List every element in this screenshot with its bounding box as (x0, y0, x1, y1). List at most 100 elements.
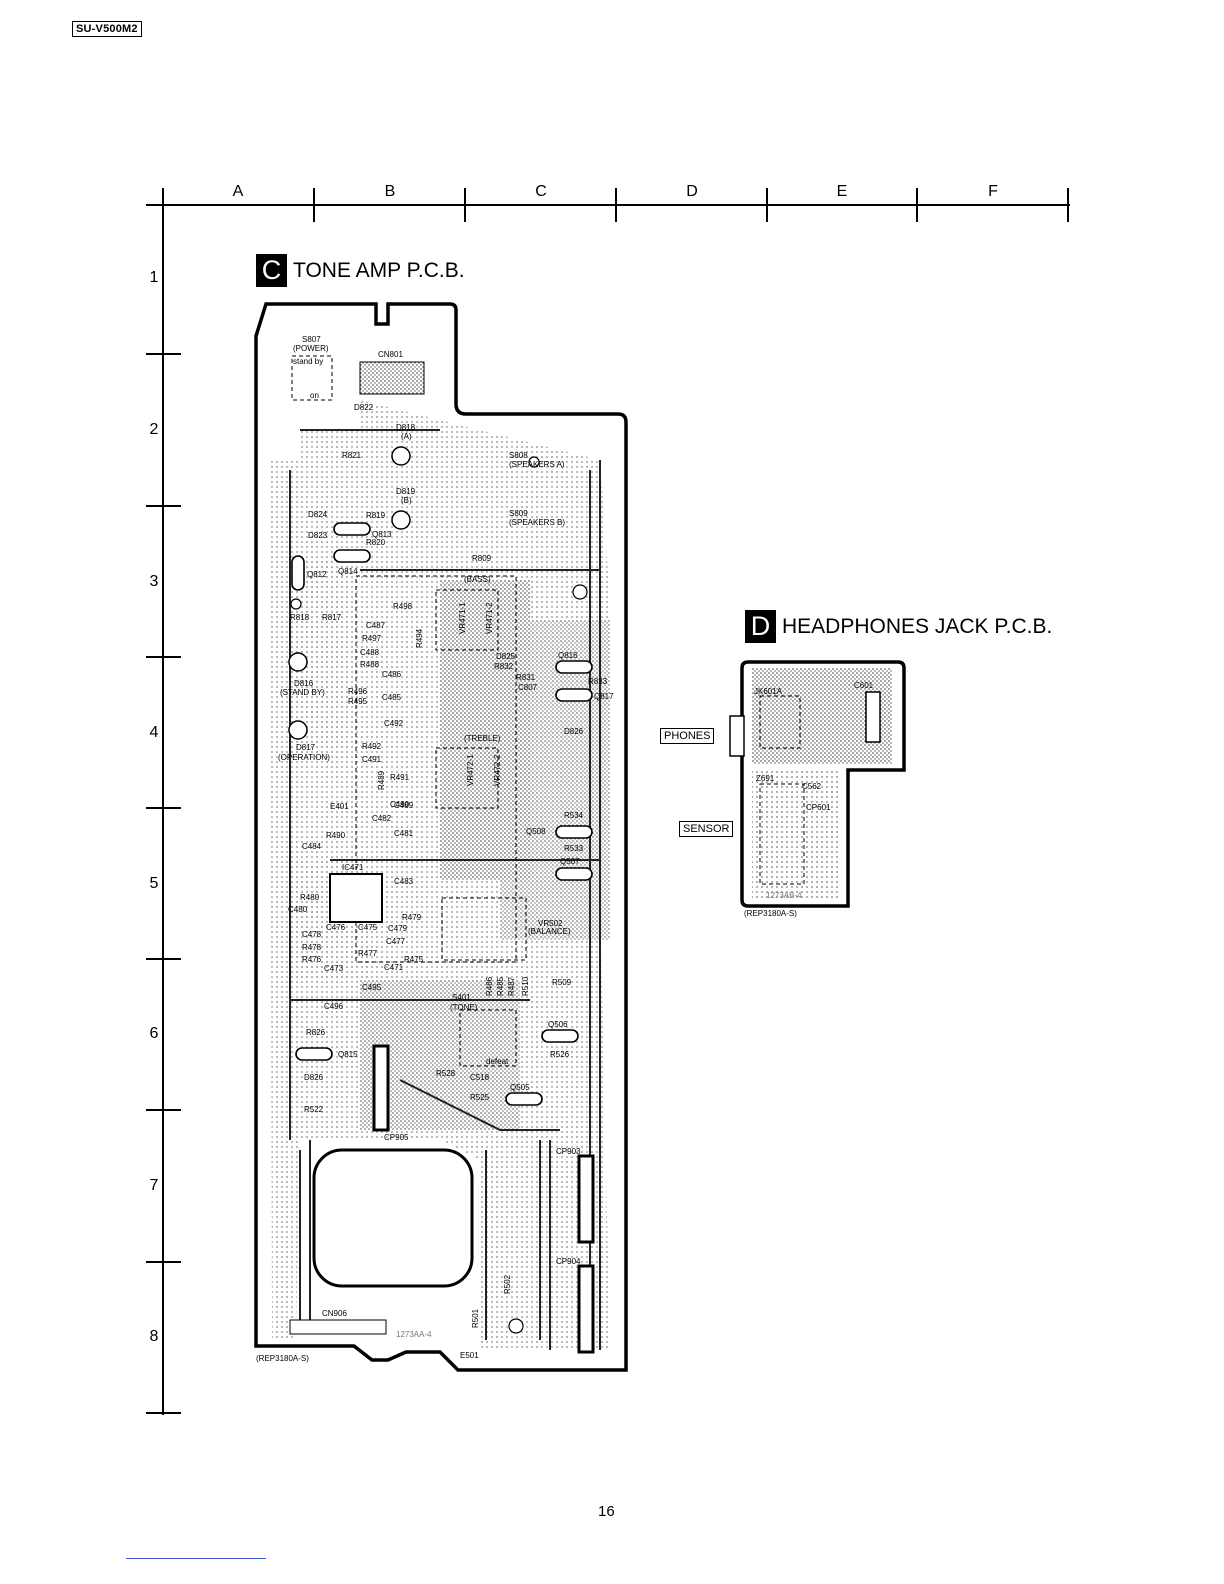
component-label: R494 (415, 628, 424, 648)
component-label: CP903 (556, 1147, 581, 1156)
grid-row-7: 7 (149, 1177, 159, 1194)
component-label: VR472-1 (466, 754, 475, 786)
component-label: C491 (362, 755, 382, 764)
component-label: C483 (394, 877, 414, 886)
component-label: CP904 (556, 1257, 581, 1266)
component-label: R501 (471, 1308, 480, 1328)
component-label: R480 (300, 893, 320, 902)
grid-row-8: 8 (149, 1328, 159, 1345)
component-label: D825 (496, 652, 516, 661)
component-label: (BALANCE) (528, 927, 571, 936)
component-label: R818 (290, 613, 310, 622)
grid-row-6: 6 (149, 1025, 159, 1042)
component-label: C475 (358, 923, 378, 932)
component-label: C476 (326, 923, 346, 932)
component-label: C486 (382, 670, 402, 679)
grid-col-a: A (232, 183, 244, 200)
component-label: VR471-1 (458, 602, 467, 634)
tone-amp-board: S807 (POWER) stand by on CN801 D822 D818… (254, 302, 628, 1372)
component-label: R489 (377, 770, 386, 790)
component-label: R495 (348, 697, 368, 706)
grid-row-3: 3 (149, 573, 159, 590)
component-label: C495 (362, 983, 382, 992)
headphones-title-text: HEADPHONES JACK P.C.B. (782, 614, 1053, 638)
component-label: Q508 (526, 827, 546, 836)
component-label: D822 (354, 403, 374, 412)
component-label: R534 (564, 811, 584, 820)
component-label: R478 (302, 943, 322, 952)
component-label: Z691 (756, 774, 775, 783)
component-label: C473 (324, 964, 344, 973)
component-label: (TREBLE) (464, 734, 501, 743)
component-label: Q815 (338, 1050, 358, 1059)
component-label: (POWER) (293, 344, 329, 353)
page-number: 16 (598, 1503, 615, 1520)
component-label: R510 (521, 976, 530, 996)
component-label: D817 (296, 743, 316, 752)
component-label: R831 (516, 673, 536, 682)
component-label: (SPEAKERS B) (509, 518, 565, 527)
component-label: C488 (360, 648, 380, 657)
component-label: S808 (509, 451, 528, 460)
component-label: VR502 (538, 919, 563, 928)
component-label: S807 (302, 335, 321, 344)
component-label: R497 (362, 634, 382, 643)
component-label: R485 (496, 976, 505, 996)
headphones-board: JK601A C601 Z691 C562 CP601 1273AB-4 (729, 660, 906, 908)
grid-frame (146, 188, 1070, 1415)
component-label: R490 (326, 831, 346, 840)
component-label: S401 (452, 993, 471, 1002)
component-label: R809 (472, 554, 492, 563)
headphones-title: D HEADPHONES JACK P.C.B. (745, 610, 1052, 643)
component-label: D826 (304, 1073, 324, 1082)
component-label: (SPEAKERS A) (509, 460, 565, 469)
component-label: C562 (802, 782, 822, 791)
component-label: C496 (324, 1002, 344, 1011)
component-label: R492 (362, 742, 382, 751)
component-label: R525 (470, 1093, 490, 1102)
component-label: C471 (384, 963, 404, 972)
component-label: Q812 (307, 570, 327, 579)
component-label: CN801 (378, 350, 403, 359)
component-label: CP601 (806, 803, 831, 812)
board-letter-c: C (256, 254, 287, 287)
component-label: C485 (382, 693, 402, 702)
component-label: R820 (366, 538, 386, 547)
component-label: C490 (390, 800, 410, 809)
component-label: R819 (366, 511, 386, 520)
component-label: D824 (308, 510, 328, 519)
component-label: E501 (460, 1351, 479, 1360)
component-label: R526 (550, 1050, 570, 1059)
component-label: C492 (384, 719, 404, 728)
component-label: Q505 (510, 1083, 530, 1092)
component-label: Q506 (548, 1020, 568, 1029)
component-label: R821 (342, 451, 362, 460)
component-label: R487 (507, 976, 516, 996)
component-label: Q813 (372, 530, 392, 539)
component-label: R496 (348, 687, 368, 696)
tone-amp-component-labels: S807 (POWER) stand by on CN801 D822 D818… (278, 335, 614, 1360)
component-label: C478 (302, 930, 322, 939)
component-label: C807 (518, 683, 538, 692)
component-label: Q814 (338, 567, 358, 576)
sensor-label: SENSOR (679, 821, 734, 837)
grid-col-b: B (384, 183, 396, 200)
component-label: CN906 (322, 1309, 347, 1318)
component-label: R533 (564, 844, 584, 853)
component-label: R522 (304, 1105, 324, 1114)
component-label: D818 (396, 423, 416, 432)
grid-col-f: F (988, 183, 998, 200)
component-label: R488 (360, 660, 380, 669)
component-label: R817 (322, 613, 342, 622)
component-label: (A) (401, 432, 412, 441)
board-silk-c: 1273AA-4 (396, 1330, 432, 1339)
component-label: (B) (401, 496, 412, 505)
component-label: R509 (552, 978, 572, 987)
component-label: R475 (404, 955, 424, 964)
grid-row-2: 2 (149, 421, 159, 438)
grid-row-4: 4 (149, 724, 159, 741)
component-label: C601 (854, 681, 874, 690)
component-label: E401 (330, 802, 349, 811)
component-label: (STAND BY) (280, 688, 325, 697)
board-silk-d: 1273AB-4 (766, 891, 802, 900)
